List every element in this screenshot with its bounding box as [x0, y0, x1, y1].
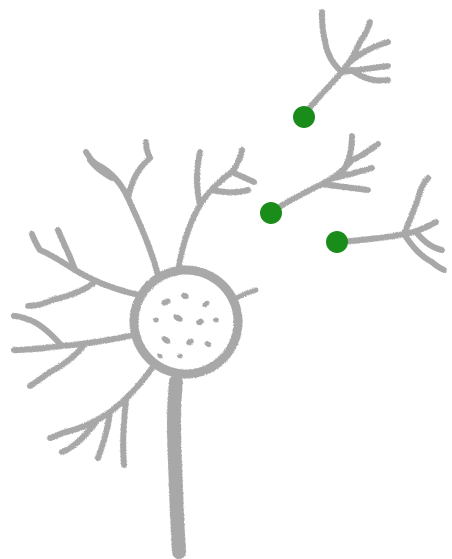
dendrite-left-lower — [14, 316, 134, 386]
dendrite-upper-middle — [86, 142, 158, 275]
axon — [174, 382, 179, 552]
main-neuron — [14, 142, 256, 552]
afferent-dot-right — [326, 231, 348, 253]
afferent-terminal-middle — [260, 136, 378, 224]
afferent-dot-top — [293, 106, 315, 128]
dendrite-upper-right — [178, 150, 254, 272]
afferent-dot-middle — [260, 202, 282, 224]
dendrite-left-upper — [28, 230, 140, 306]
afferent-terminal-right — [326, 178, 444, 270]
soma — [134, 270, 238, 374]
dendrite-lower-left — [50, 368, 152, 465]
afferent-terminal-top — [293, 12, 388, 128]
afferent-terminals — [260, 12, 444, 270]
